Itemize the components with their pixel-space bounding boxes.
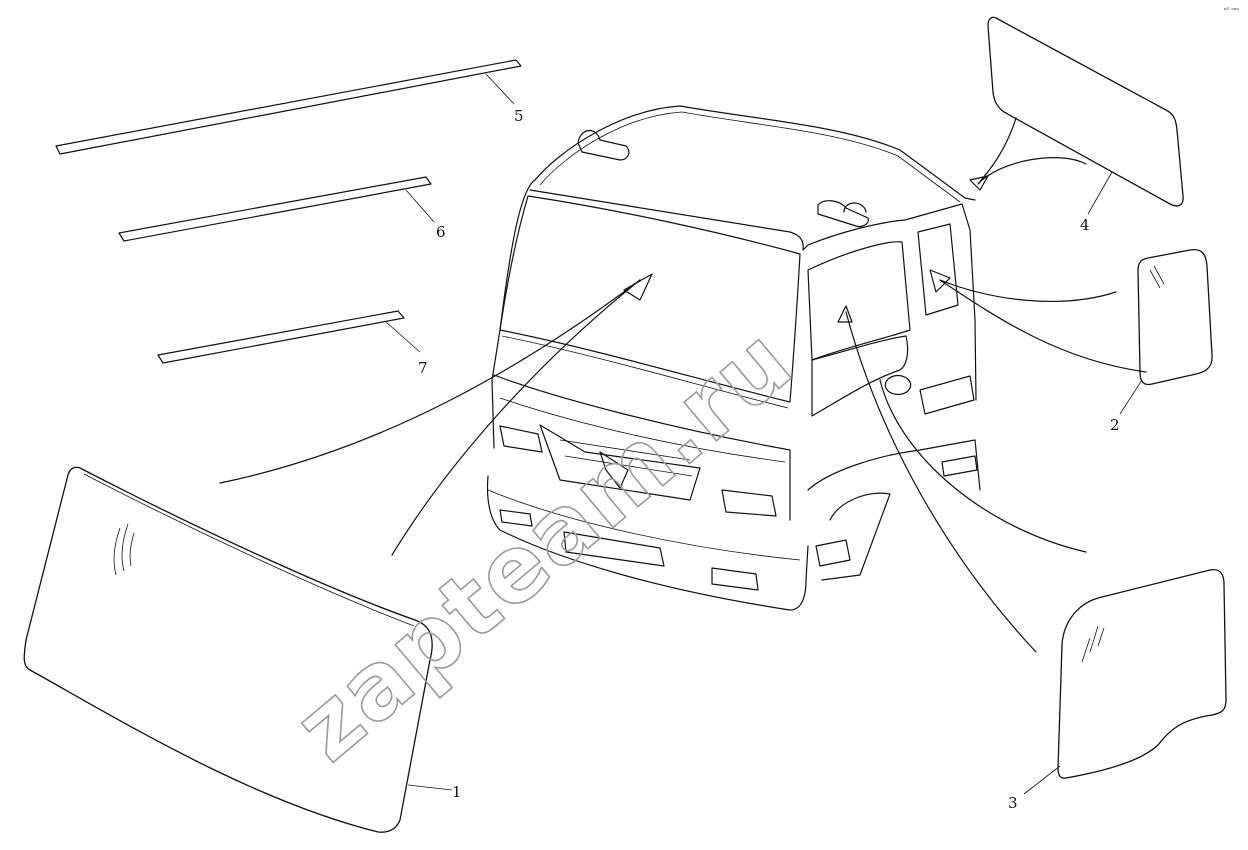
installation-arrows xyxy=(219,117,1147,653)
door-window-glass xyxy=(1057,568,1227,779)
leader-lines xyxy=(385,73,1143,795)
corner-mark: ᵒᴼ ᵒᵒᵒ xyxy=(1224,7,1239,14)
trim-strip-5 xyxy=(55,59,522,155)
callout-6: 6 xyxy=(436,223,446,241)
side-quarter-glass xyxy=(1137,248,1213,386)
callout-7: 7 xyxy=(418,359,428,377)
rear-window-glass xyxy=(987,16,1184,207)
watermark-text: zapteam.ru xyxy=(275,307,812,782)
callout-5: 5 xyxy=(514,107,524,125)
callout-4: 4 xyxy=(1080,216,1090,234)
callout-1: 1 xyxy=(452,783,462,801)
callout-3: 3 xyxy=(1008,794,1018,812)
windshield-glass xyxy=(23,466,433,833)
trim-strip-6 xyxy=(118,176,432,242)
callout-2: 2 xyxy=(1110,416,1120,434)
trim-strip-7 xyxy=(157,310,405,364)
truck-cab xyxy=(486,105,981,611)
